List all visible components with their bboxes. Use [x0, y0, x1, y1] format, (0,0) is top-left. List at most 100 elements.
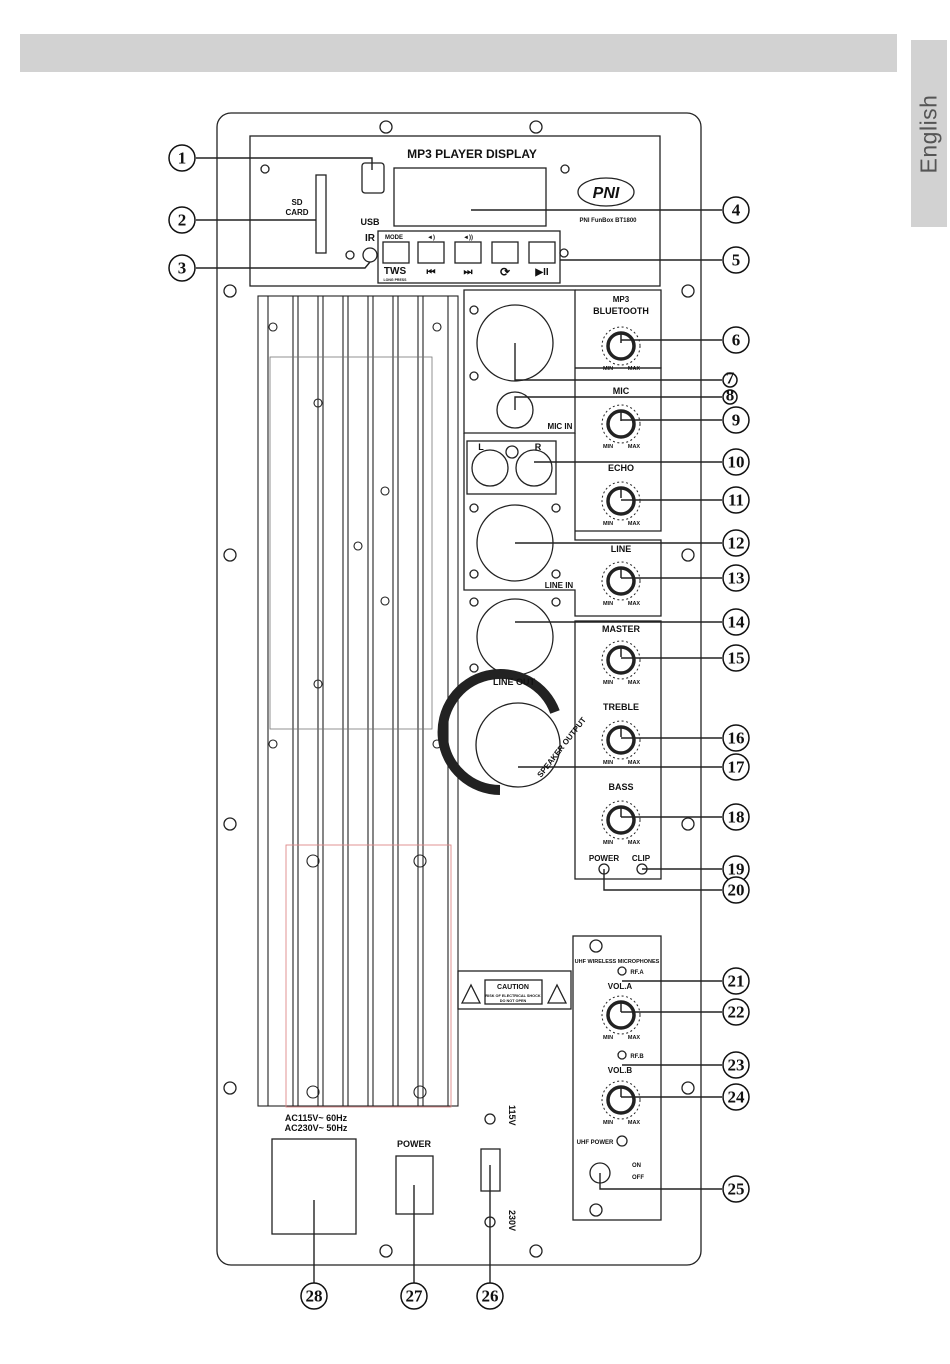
- caution-label: [457, 970, 572, 1010]
- vol-b-knob[interactable]: MIN MAX: [601, 1080, 641, 1126]
- callout-number: 8: [726, 386, 735, 405]
- callout-number: 27: [406, 1287, 424, 1306]
- speaker-output-jack[interactable]: [475, 702, 561, 788]
- knob-min-label: MIN: [603, 444, 613, 450]
- callout-number: 18: [728, 808, 745, 827]
- callout-4: 4: [722, 196, 750, 224]
- callout-number: 15: [728, 649, 745, 668]
- master-label: MASTER: [602, 624, 641, 634]
- vol-up-button[interactable]: [454, 241, 482, 264]
- leader-line-7: [514, 343, 722, 381]
- clip-led-label: CLIP: [632, 854, 651, 863]
- speaker-output-label: SPEAKER OUTPUT: [535, 715, 588, 779]
- leader-line-20: [603, 869, 722, 891]
- leader-line-3: [196, 261, 371, 269]
- caution-line-2: DO NOT OPEN: [500, 999, 527, 1003]
- callout-number: 21: [728, 972, 745, 991]
- callout-7: 7: [722, 369, 738, 388]
- line-out-jack[interactable]: [476, 598, 554, 676]
- repeat-button[interactable]: [491, 241, 519, 264]
- knob-min-label: MIN: [603, 366, 613, 372]
- power-switch-label: POWER: [397, 1139, 432, 1149]
- bluetooth-label: BLUETOOTH: [593, 306, 649, 316]
- header-bar: [20, 34, 897, 72]
- play-pause-button[interactable]: [528, 241, 556, 264]
- mic-label: MIC: [613, 386, 630, 396]
- bluetooth-knob[interactable]: MIN MAX: [601, 326, 641, 372]
- callout-number: 6: [732, 331, 741, 350]
- callout-number: 2: [178, 211, 187, 230]
- v230-label: 230V: [507, 1210, 517, 1231]
- callout-3: 3: [168, 254, 196, 282]
- uhf-power-label: UHF POWER: [577, 1140, 614, 1146]
- callout-22: 22: [722, 998, 750, 1026]
- callout-number: 3: [178, 259, 187, 278]
- callout-number: 10: [728, 453, 745, 472]
- off-label: OFF: [632, 1175, 644, 1181]
- knob-min-label: MIN: [603, 1120, 613, 1126]
- leader-line-8: [514, 396, 722, 410]
- callout-26: 26: [476, 1282, 504, 1310]
- callout-number: 17: [728, 758, 746, 777]
- mode-button[interactable]: [382, 241, 410, 264]
- play-pause-icon: ▶II: [534, 267, 548, 278]
- usb-port[interactable]: [361, 162, 385, 194]
- vol-down-button[interactable]: [417, 241, 445, 264]
- line-in-jack-r[interactable]: [515, 449, 553, 487]
- sd-card-slot[interactable]: [315, 174, 327, 254]
- line-in-jack-l[interactable]: [471, 449, 509, 487]
- callout-number: 22: [728, 1003, 745, 1022]
- next-icon: ⏭: [464, 267, 473, 278]
- callout-5: 5: [722, 246, 750, 274]
- knob-max-label: MAX: [628, 1120, 641, 1126]
- callout-number: 5: [732, 251, 741, 270]
- callout-number: 14: [728, 613, 746, 632]
- line-in-label: LINE IN: [545, 581, 574, 590]
- callout-number: 1: [178, 149, 187, 168]
- callout-25: 25: [722, 1175, 750, 1203]
- callout-16: 16: [722, 724, 750, 752]
- callout-8: 8: [722, 386, 738, 405]
- caution-line-1: RISK OF ELECTRICAL SHOCK: [485, 994, 540, 998]
- callout-11: 11: [722, 486, 750, 514]
- caution-title: CAUTION: [497, 984, 529, 991]
- callout-23: 23: [722, 1051, 750, 1079]
- callout-number: 20: [728, 881, 745, 900]
- pni-logo-text: PNI: [593, 185, 620, 202]
- xlr-jack[interactable]: [476, 304, 554, 382]
- callout-number: 12: [728, 534, 745, 553]
- knob-max-label: MAX: [628, 366, 641, 372]
- knob-max-label: MAX: [628, 840, 641, 846]
- knob-min-label: MIN: [603, 1035, 613, 1041]
- callout-15: 15: [722, 644, 750, 672]
- mic-in-jack[interactable]: [496, 391, 534, 429]
- bass-label: BASS: [608, 782, 633, 792]
- vol-down-label: ◄): [427, 235, 435, 241]
- knob-max-label: MAX: [628, 760, 641, 766]
- callout-21: 21: [722, 967, 750, 995]
- rf-b-led: [617, 1050, 627, 1060]
- callout-number: 28: [306, 1287, 323, 1306]
- callout-number: 4: [732, 201, 741, 220]
- callout-17: 17: [722, 753, 750, 781]
- ac-label-2: AC230V~ 50Hz: [285, 1123, 348, 1133]
- sd-label-2: CARD: [285, 208, 308, 217]
- tws-label: TWS: [384, 266, 407, 277]
- callout-number: 11: [728, 491, 744, 510]
- ir-label: IR: [365, 233, 376, 244]
- callout-number: 24: [728, 1088, 746, 1107]
- knob-min-label: MIN: [603, 601, 613, 607]
- uhf-panel: [572, 935, 662, 1221]
- callout-number: 19: [728, 860, 745, 879]
- prev-icon: ⏮: [427, 267, 436, 278]
- callout-27: 27: [400, 1282, 428, 1310]
